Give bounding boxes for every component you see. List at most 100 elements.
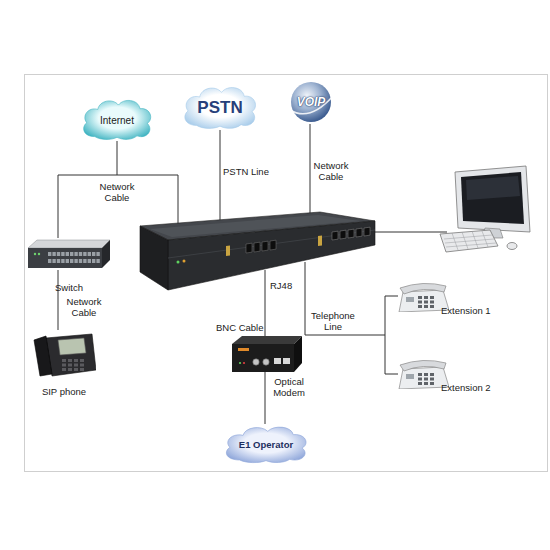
device-node xyxy=(283,358,290,364)
device-node xyxy=(74,252,77,256)
gateway-device xyxy=(332,231,338,240)
device-node xyxy=(88,252,91,256)
device-node xyxy=(418,305,422,308)
device-node xyxy=(92,252,95,256)
device-node xyxy=(62,359,66,362)
cloud-node: PSTN xyxy=(181,84,259,130)
device-node xyxy=(61,259,64,263)
device-node xyxy=(70,259,73,263)
gateway-device xyxy=(140,226,168,290)
gateway-device xyxy=(364,227,370,236)
device-node xyxy=(83,252,86,256)
cable-label: Network Cable xyxy=(309,160,353,182)
gateway-device xyxy=(177,261,180,264)
device-node xyxy=(74,359,78,362)
device-node xyxy=(68,368,72,371)
device-node xyxy=(62,364,66,367)
cable-line xyxy=(385,296,398,374)
gateway-device xyxy=(356,228,362,237)
device-node xyxy=(418,373,422,376)
gateway-device xyxy=(332,231,338,240)
device-node xyxy=(28,240,110,248)
device-node xyxy=(406,374,414,379)
device-node xyxy=(88,259,91,263)
device-node xyxy=(294,336,302,372)
device-node xyxy=(400,360,446,371)
node-label: Extension 2 xyxy=(441,382,491,393)
frame xyxy=(25,75,548,472)
sphere-node: VOIP xyxy=(288,80,334,124)
node-label: E1 Operator xyxy=(222,424,310,464)
computer-illustration xyxy=(440,230,498,252)
gateway-device xyxy=(254,242,260,252)
device-node xyxy=(243,362,245,364)
gateway-device xyxy=(340,230,346,239)
device-node xyxy=(430,301,434,304)
gateway-device xyxy=(348,229,354,238)
computer-illustration xyxy=(507,243,517,250)
device-node xyxy=(424,378,428,381)
device-node xyxy=(92,259,95,263)
device-node xyxy=(74,368,78,371)
cable-label: PSTN Line xyxy=(223,166,269,177)
device-node xyxy=(48,259,51,263)
gateway-device xyxy=(348,229,354,238)
gateway-device xyxy=(318,235,322,246)
node-label: SIP phone xyxy=(24,386,104,397)
cable-line xyxy=(310,124,311,216)
device-node: Extension 2 xyxy=(397,357,449,389)
device-node xyxy=(238,348,249,351)
gateway-device xyxy=(270,240,276,250)
gateway-device xyxy=(356,228,362,237)
device-node xyxy=(57,259,60,263)
device-node xyxy=(66,259,69,263)
cable-connector xyxy=(58,270,59,330)
device-node xyxy=(70,252,73,256)
gateway-device xyxy=(246,243,252,253)
device-node xyxy=(79,259,82,263)
device-node: Extension 1 xyxy=(397,280,449,312)
device-node xyxy=(253,359,259,365)
device-node xyxy=(418,378,422,381)
device-node xyxy=(68,359,72,362)
gateway-device xyxy=(226,245,230,256)
node-label: PSTN xyxy=(181,84,259,130)
device-node xyxy=(424,382,428,385)
device-node xyxy=(96,252,99,256)
device-node xyxy=(430,378,434,381)
device-node xyxy=(232,336,302,372)
device-node xyxy=(430,382,434,385)
device-node xyxy=(430,296,434,299)
device-node xyxy=(66,252,69,256)
device-node xyxy=(424,305,428,308)
device-node xyxy=(418,296,422,299)
device-node xyxy=(32,330,96,378)
edge-label: Network Cable xyxy=(92,181,142,203)
device-node xyxy=(57,252,60,256)
device-node xyxy=(52,252,55,256)
device-node xyxy=(48,252,51,256)
gateway-device xyxy=(168,230,375,258)
node-label: Switch xyxy=(18,282,120,293)
device-node xyxy=(52,259,55,263)
device-node xyxy=(74,259,77,263)
node-label: VOIP xyxy=(288,80,334,124)
cable-line xyxy=(385,296,398,297)
computer-illustration xyxy=(444,231,496,250)
device-node xyxy=(430,305,434,308)
device-node xyxy=(424,373,428,376)
gateway-device xyxy=(254,242,260,252)
device-node xyxy=(400,283,446,294)
gateway-device xyxy=(270,240,276,250)
device-node xyxy=(58,338,86,355)
cable-label: RJ48 xyxy=(270,280,292,291)
gateway-device xyxy=(340,230,346,239)
computer-illustration xyxy=(461,172,524,224)
device-node xyxy=(61,252,64,256)
device-node xyxy=(424,296,428,299)
device-node: Switch xyxy=(28,238,110,270)
device-node: SIP phone xyxy=(32,330,96,378)
